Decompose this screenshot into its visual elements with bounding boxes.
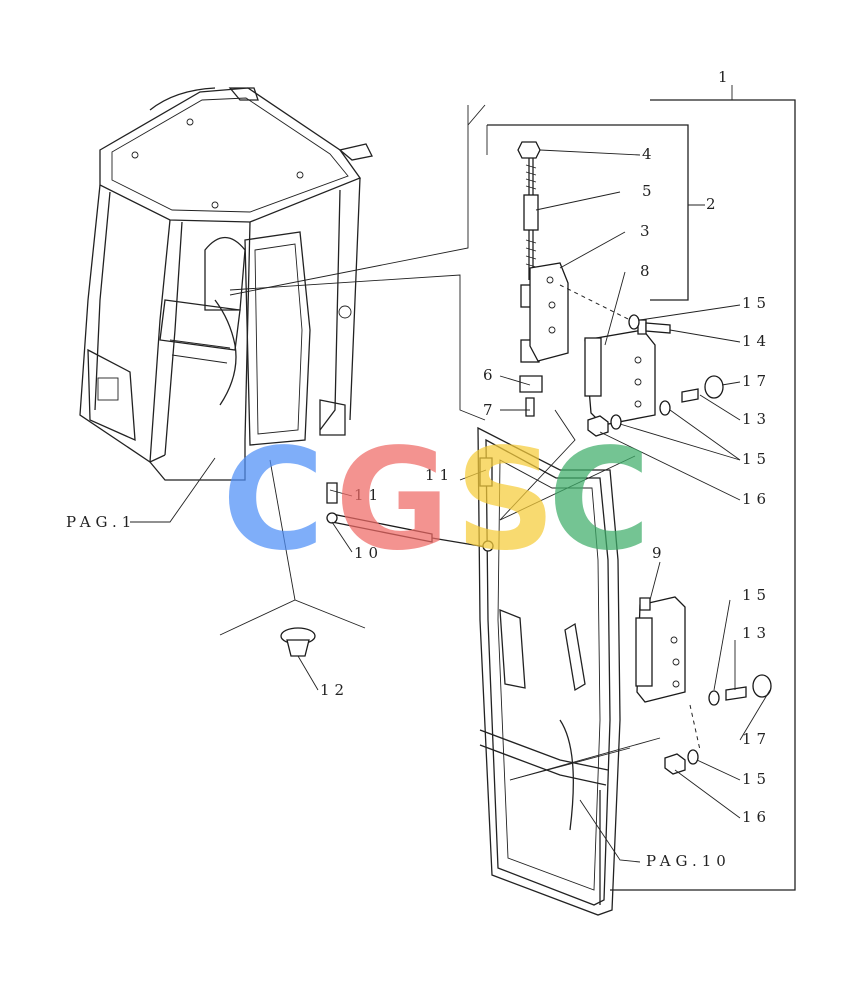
label-10: 10	[354, 544, 383, 562]
label-17-lower: 17	[742, 730, 771, 748]
cab-assembly	[79, 87, 373, 481]
label-17-upper: 17	[742, 372, 771, 390]
label-12: 12	[320, 681, 349, 699]
label-15-bottom: 15	[742, 770, 771, 788]
label-2: 2	[706, 195, 721, 213]
label-6: 6	[483, 366, 498, 384]
leader-lines	[130, 85, 796, 891]
watermark: C G S C	[222, 419, 651, 582]
label-pag-10: PAG.10	[646, 852, 731, 870]
label-7: 7	[483, 401, 498, 419]
callout-labels: 1 2 3 4 5 6 7 8 9 10 11 11 12 13 13 14 1…	[66, 68, 771, 870]
watermark-letter-2: G	[335, 419, 450, 582]
label-4: 4	[642, 145, 657, 163]
label-15-top: 15	[742, 294, 771, 312]
label-16-upper: 16	[742, 490, 771, 508]
door-frame	[477, 426, 621, 916]
watermark-letter-4: C	[548, 419, 651, 582]
label-11-left: 11	[354, 486, 383, 504]
label-pag-1: PAG.1	[66, 513, 136, 531]
watermark-letter-1: C	[222, 419, 325, 582]
hinge-pin-assembly	[280, 141, 772, 775]
label-13-lower: 13	[742, 624, 771, 642]
label-9: 9	[652, 544, 667, 562]
label-1: 1	[718, 68, 733, 86]
label-5: 5	[642, 182, 657, 200]
label-3: 3	[640, 222, 655, 240]
label-15-lower: 15	[742, 586, 771, 604]
label-8: 8	[640, 262, 655, 280]
label-15-mid: 15	[742, 450, 771, 468]
label-14: 14	[742, 332, 771, 350]
label-16-lower: 16	[742, 808, 771, 826]
watermark-letter-3: S	[455, 419, 556, 582]
label-11-right: 11	[425, 466, 454, 484]
label-13-upper: 13	[742, 410, 771, 428]
